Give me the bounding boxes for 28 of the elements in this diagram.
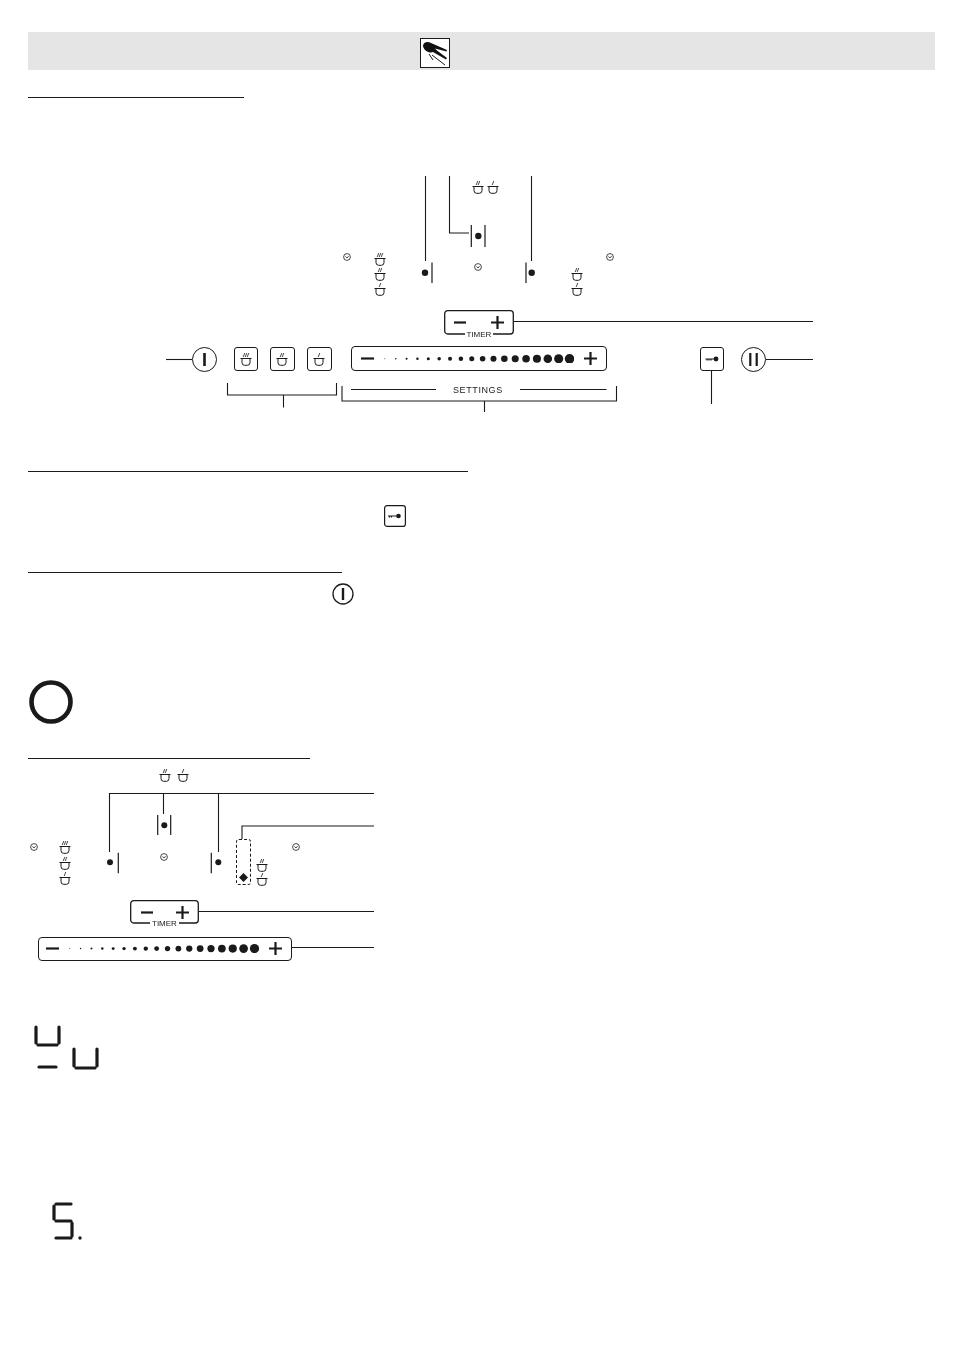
level-slider bbox=[38, 937, 292, 961]
leader-line bbox=[710, 370, 713, 405]
zone-indicator bbox=[469, 224, 488, 249]
leader-line bbox=[513, 320, 814, 323]
leader-line bbox=[530, 175, 533, 262]
timer-label: TIMER bbox=[150, 918, 179, 928]
leader-line bbox=[198, 910, 375, 913]
leader-line bbox=[765, 358, 814, 361]
leader-line bbox=[241, 825, 375, 840]
mode-button bbox=[234, 347, 258, 371]
dashed-frame bbox=[236, 839, 251, 885]
leader-line bbox=[217, 792, 375, 853]
lock-button bbox=[700, 347, 724, 371]
mode-button bbox=[270, 347, 295, 371]
leader-line bbox=[448, 175, 470, 234]
zone-indicator bbox=[420, 261, 434, 284]
leader-line bbox=[291, 946, 375, 949]
timer-control bbox=[444, 310, 514, 340]
bracket-label: SETTINGS bbox=[453, 384, 503, 395]
zone-indicator bbox=[524, 261, 538, 284]
mode-button bbox=[307, 347, 332, 371]
zone-indicator bbox=[156, 814, 173, 837]
leader-line bbox=[424, 175, 427, 262]
zone-indicator bbox=[209, 852, 223, 874]
level-slider bbox=[351, 346, 607, 371]
leader-line bbox=[165, 358, 193, 361]
zone-indicator bbox=[105, 852, 120, 874]
timer-label: TIMER bbox=[464, 329, 494, 339]
